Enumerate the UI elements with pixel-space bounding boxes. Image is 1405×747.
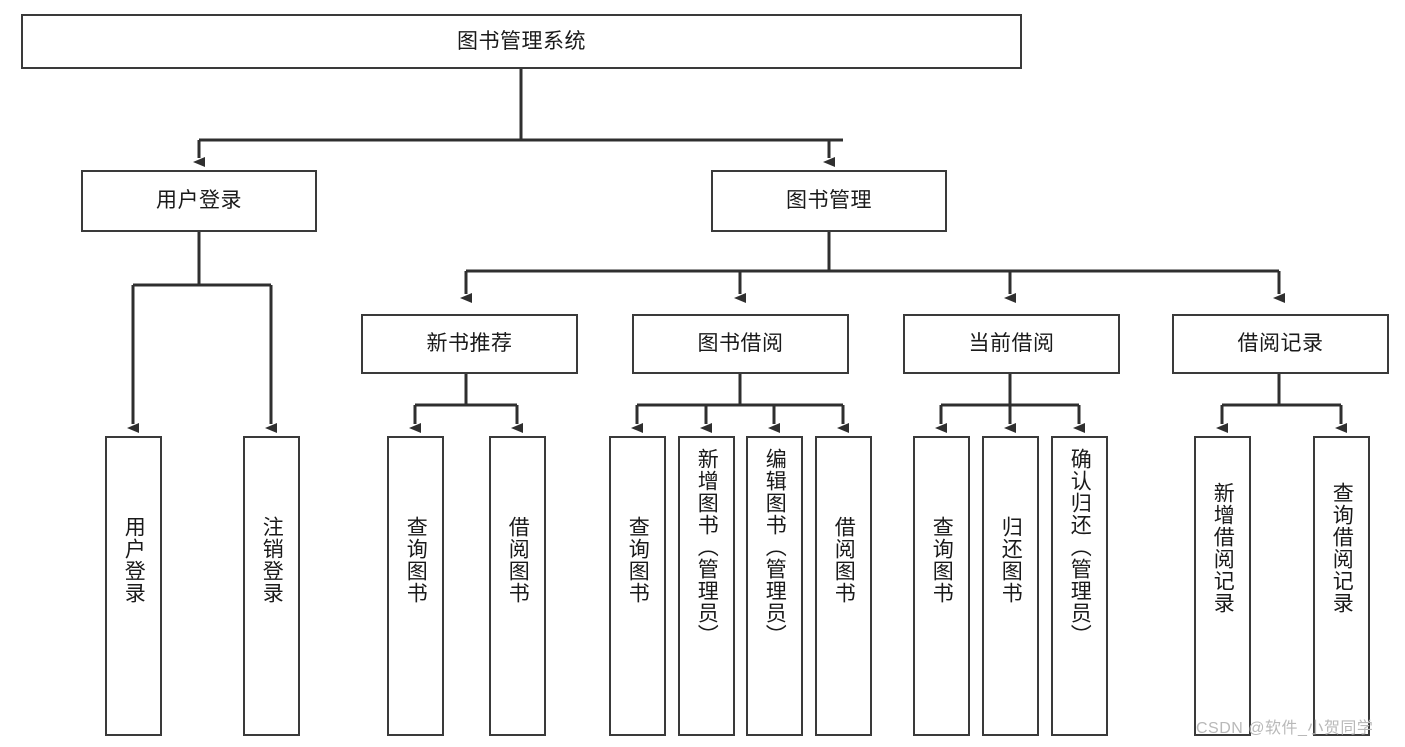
node-label: 用户登录 — [156, 189, 242, 213]
node-book-borrow[interactable]: 图书借阅 — [632, 314, 849, 374]
node-label: 借阅记录 — [1237, 332, 1324, 356]
node-book-management[interactable]: 图书管理 — [711, 170, 947, 232]
leaf-query-book-recommend[interactable]: 查询图书 — [387, 436, 444, 736]
node-label: 归还图书 — [999, 516, 1023, 604]
leaf-confirm-return[interactable]: 确认归还（管理员） — [1051, 436, 1108, 736]
node-label: 借阅图书 — [832, 516, 856, 604]
leaf-query-borrow-record[interactable]: 查询借阅记录 — [1313, 436, 1370, 736]
node-label: 新书推荐 — [426, 332, 513, 356]
node-user-login[interactable]: 用户登录 — [81, 170, 317, 232]
leaf-query-book-borrow[interactable]: 查询图书 — [609, 436, 666, 736]
node-label: 图书借阅 — [697, 332, 784, 356]
watermark-text: CSDN @软件_小贺同学 — [1196, 720, 1374, 737]
leaf-add-book[interactable]: 新增图书（管理员） — [678, 436, 735, 736]
node-label: 查询借阅记录 — [1330, 482, 1354, 614]
node-label: 查询图书 — [626, 516, 650, 604]
node-label: 图书管理系统 — [457, 29, 586, 53]
node-label: 借阅图书 — [506, 516, 530, 604]
node-label: 图书管理 — [786, 189, 872, 213]
node-current-borrow[interactable]: 当前借阅 — [903, 314, 1120, 374]
node-label: 用户登录 — [122, 516, 146, 604]
leaf-user-logout[interactable]: 注销登录 — [243, 436, 300, 736]
node-borrow-record[interactable]: 借阅记录 — [1172, 314, 1389, 374]
leaf-add-borrow-record[interactable]: 新增借阅记录 — [1194, 436, 1251, 736]
leaf-return-book[interactable]: 归还图书 — [982, 436, 1039, 736]
node-label: 确认归还（管理员） — [1068, 448, 1092, 646]
leaf-borrow-book-recommend[interactable]: 借阅图书 — [489, 436, 546, 736]
node-label: 当前借阅 — [968, 332, 1055, 356]
node-label: 新增图书（管理员） — [695, 448, 719, 646]
node-label: 查询图书 — [404, 516, 428, 604]
leaf-user-login[interactable]: 用户登录 — [105, 436, 162, 736]
node-label: 新增借阅记录 — [1211, 482, 1235, 614]
node-new-book-recommend[interactable]: 新书推荐 — [361, 314, 578, 374]
leaf-borrow-book[interactable]: 借阅图书 — [815, 436, 872, 736]
leaf-query-book-current[interactable]: 查询图书 — [913, 436, 970, 736]
leaf-edit-book[interactable]: 编辑图书（管理员） — [746, 436, 803, 736]
node-label: 编辑图书（管理员） — [763, 448, 787, 646]
node-label: 注销登录 — [260, 516, 284, 604]
node-root-book-management-system[interactable]: 图书管理系统 — [21, 14, 1022, 69]
node-label: 查询图书 — [930, 516, 954, 604]
